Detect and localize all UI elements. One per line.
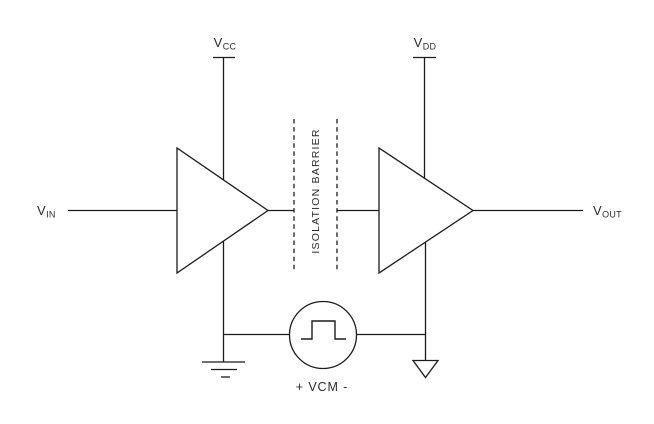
- isolation-barrier-label: ISOLATION BARRIER: [309, 128, 322, 254]
- output-buffer-triangle-icon: [378, 146, 475, 275]
- vcc-supply-rail-icon: [213, 56, 235, 180]
- vdd-supply-rail-icon: [413, 56, 436, 179]
- earth-ground-icon: [202, 361, 245, 378]
- vout-label: VOUT: [593, 203, 622, 220]
- signal-ground-icon: [411, 359, 440, 379]
- vin-label: VIN: [37, 203, 56, 220]
- vcc-label: VCC: [213, 35, 237, 52]
- pulse-source-icon: [288, 300, 358, 370]
- isolation-barrier-dashed-lines-icon: [293, 119, 338, 271]
- input-buffer-triangle-icon: [176, 146, 270, 275]
- vdd-label: VDD: [413, 35, 437, 52]
- vcm-label: + VCM -: [295, 380, 349, 394]
